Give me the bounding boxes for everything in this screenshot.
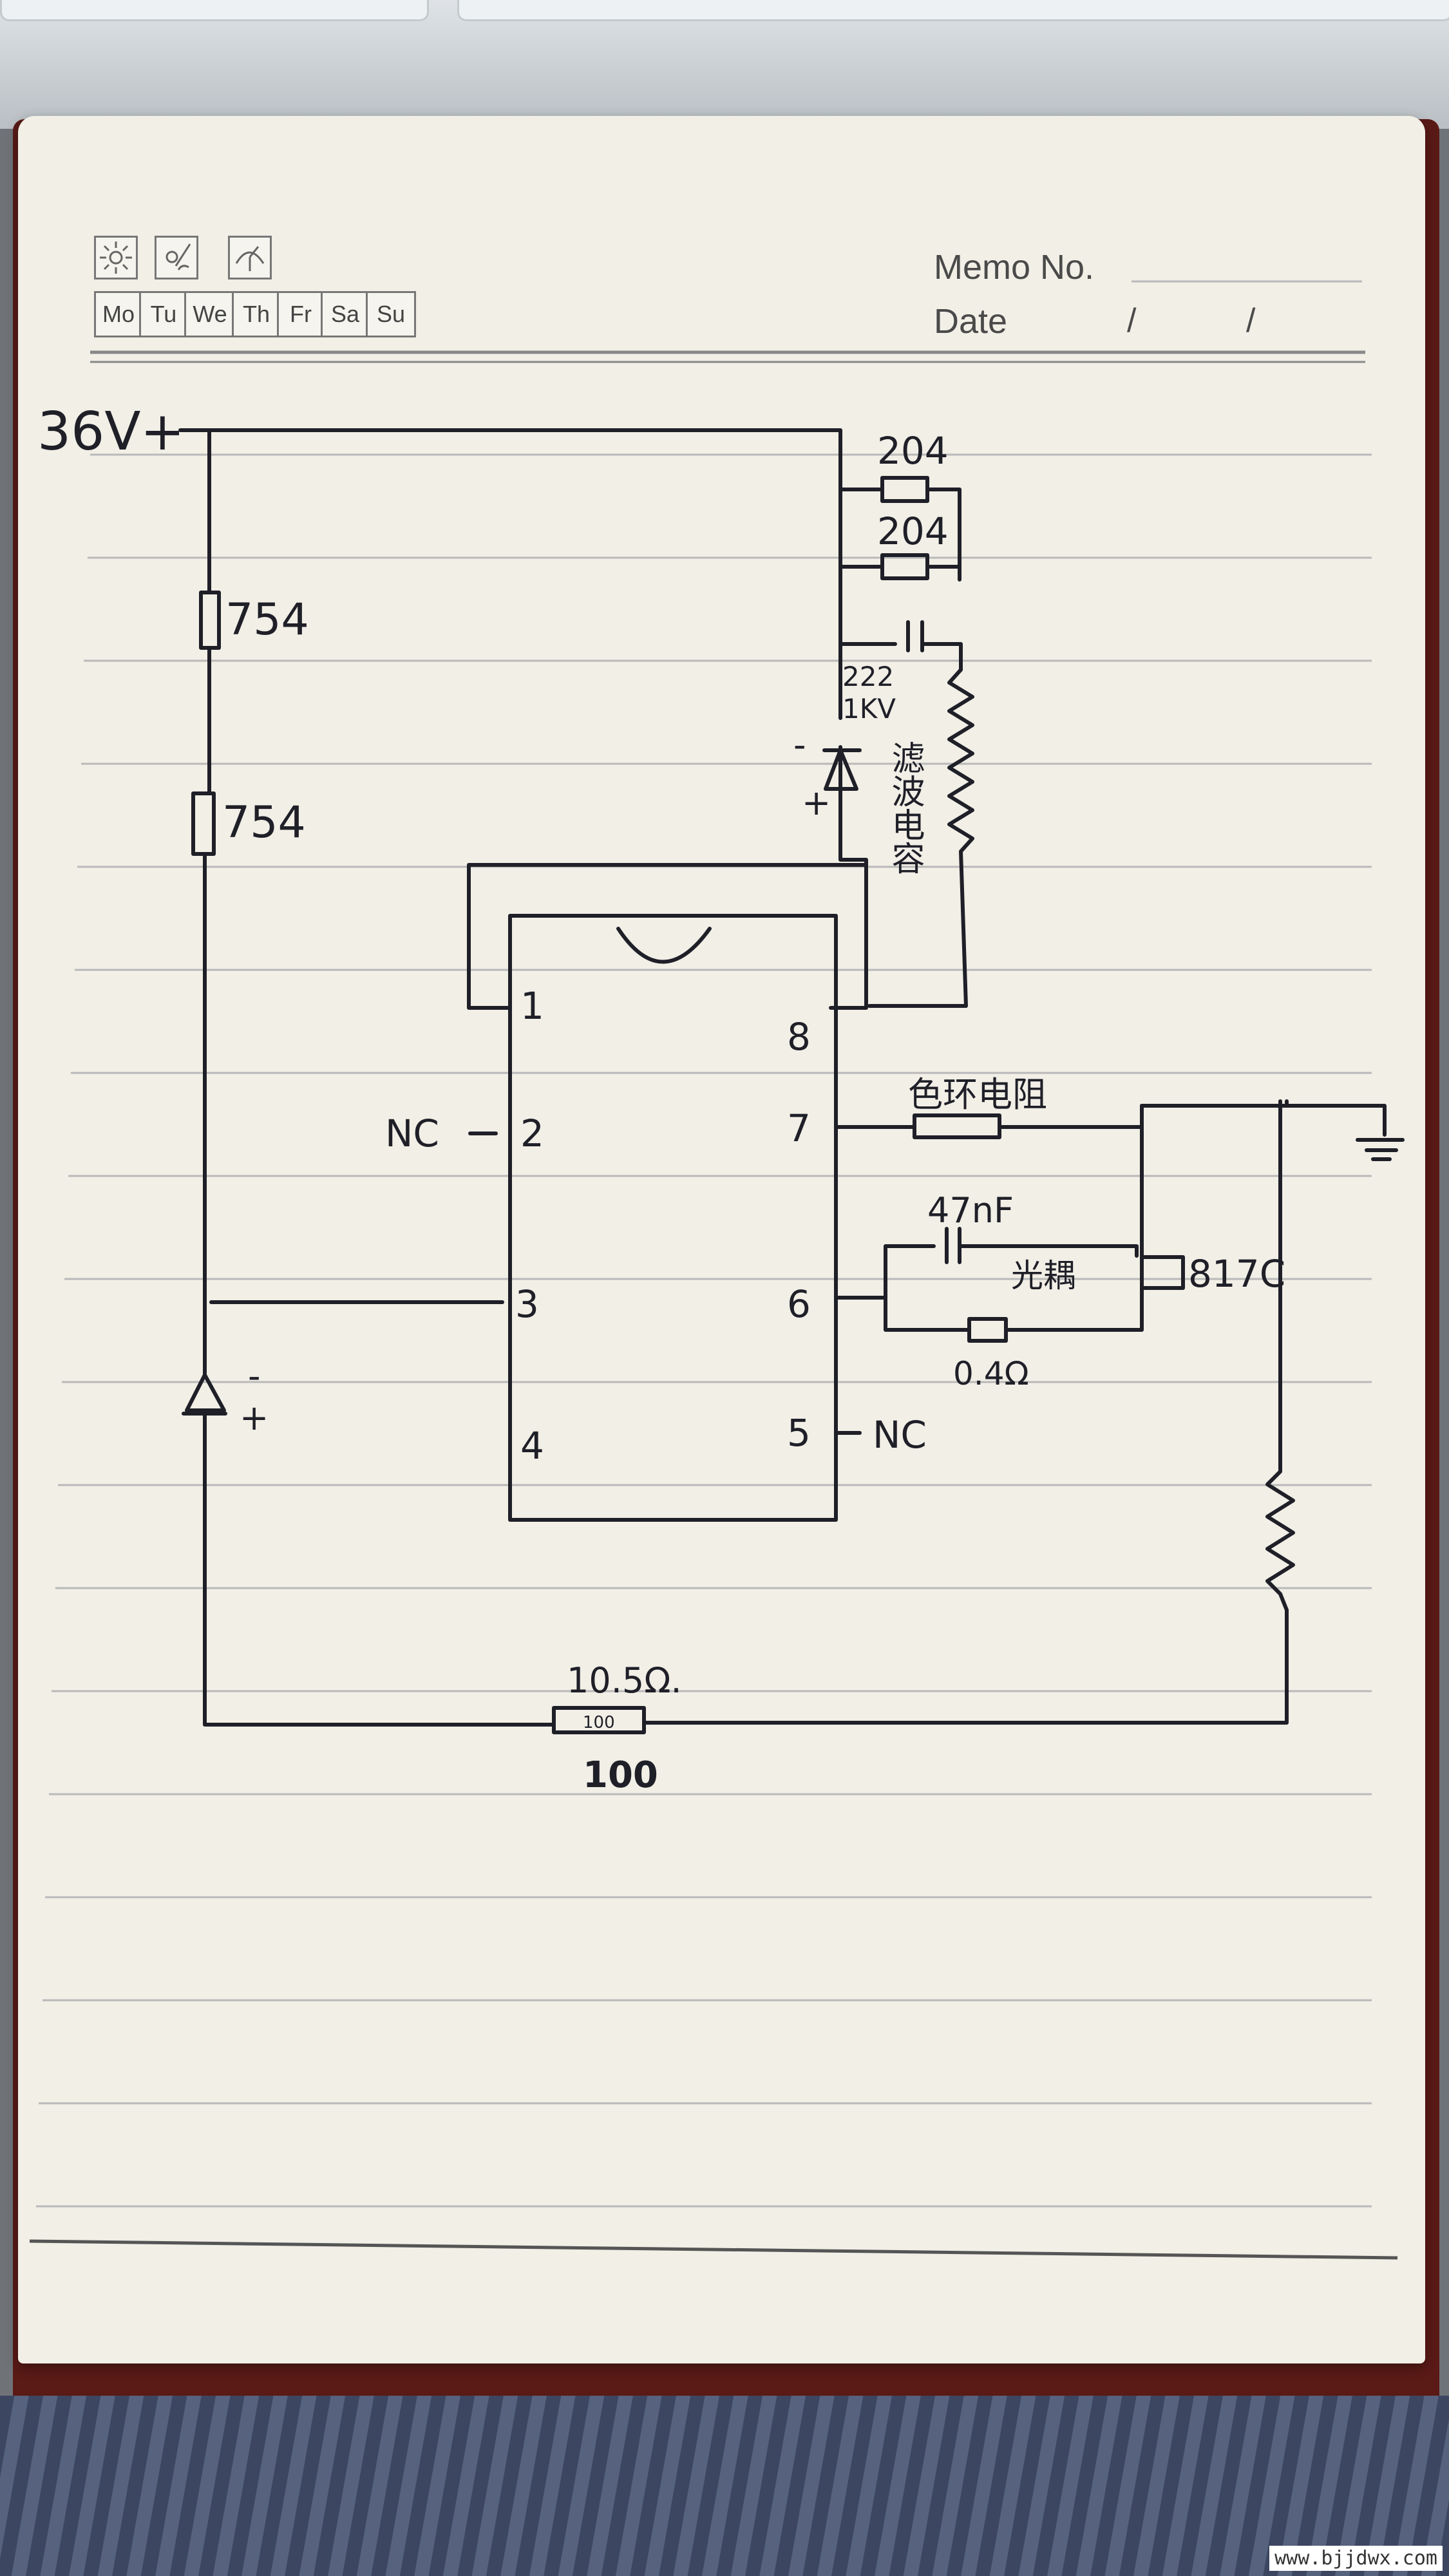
weekday-fr: Fr: [277, 291, 325, 337]
weekday-mo: Mo: [94, 291, 143, 337]
ic-notch: [616, 927, 712, 964]
diode-top-minus: -: [793, 724, 806, 765]
notebook-page: [18, 116, 1425, 2363]
optocoupler-box: [1140, 1255, 1185, 1290]
weekday-th: Th: [232, 291, 281, 337]
ic-chip-body: [508, 914, 838, 1522]
capacitor-222: [838, 565, 963, 672]
capacitor-value-label: 222: [842, 661, 894, 692]
bottom-resistor-code: 100: [583, 1713, 615, 1732]
weekday-sa: Sa: [321, 291, 370, 337]
filter-inductor: [867, 668, 974, 1008]
left-resistor-2-label: 754: [222, 797, 306, 848]
color-ring-resistor: [913, 1113, 1001, 1139]
wire-to-pin8: [829, 787, 868, 1010]
ground-symbol: [1140, 1104, 1405, 1161]
wire-bottom: [203, 1412, 556, 1727]
keyboard-background: [0, 0, 1449, 129]
resistor-204-1: [880, 476, 929, 503]
resistor-zigzag-bottom: [1265, 1099, 1295, 1612]
keyboard-key: [0, 0, 429, 21]
top-resistor-1-label: 204: [877, 429, 949, 473]
top-resistor-2-label: 204: [877, 509, 949, 553]
resistor-bottom: [552, 1706, 646, 1734]
ic-pin-6: 6: [787, 1282, 811, 1326]
weekday-tu: Tu: [139, 291, 188, 337]
diode-left-minus: -: [248, 1356, 261, 1396]
diode-top-plus: +: [802, 782, 831, 823]
wire-pin7: [1140, 1099, 1289, 1264]
optocoupler-part-label: 817C: [1188, 1252, 1285, 1296]
ic-pin-4: 4: [520, 1424, 544, 1468]
diode-left: [182, 1373, 227, 1416]
ic-pin-1: 1: [520, 984, 544, 1028]
weekday-we: We: [184, 291, 236, 337]
wire-bottom: [642, 1608, 1289, 1725]
ic-pin-3: 3: [515, 1282, 539, 1326]
capacitor-voltage-label: 1KV: [842, 693, 896, 724]
watermark: www.bjjdwx.com: [1269, 2546, 1443, 2571]
date-separator: /: [1246, 302, 1256, 339]
optocoupler-label: 光耦: [1011, 1257, 1075, 1294]
resistor-0-4: [967, 1317, 1008, 1343]
resistor-left-1: [199, 591, 221, 650]
ic-pin-5: 5: [787, 1411, 811, 1455]
supply-plus-label: +: [140, 401, 185, 462]
ruled-lines: [29, 280, 1398, 2260]
capacitor-47nf: [834, 1227, 1139, 1300]
date-separator: /: [1127, 302, 1137, 339]
fabric-background: [0, 2396, 1449, 2576]
weekday-su: Su: [366, 291, 416, 337]
filter-inductor-label: 滤波电容: [886, 741, 924, 875]
diode-left-plus: +: [240, 1397, 269, 1438]
nc-left-label: NC: [385, 1112, 439, 1155]
umbrella-icon: [228, 236, 272, 279]
resistor-204-2: [880, 553, 929, 580]
resistor-left-2: [191, 791, 216, 856]
resistor-0-4-label: 0.4Ω: [953, 1355, 1029, 1392]
date-label: Date: [934, 302, 1008, 341]
capacitor-47nf-label: 47nF: [927, 1190, 1014, 1231]
wire-pin1-loop: [467, 863, 868, 1010]
left-resistor-1-label: 754: [225, 594, 309, 645]
bottom-scribble: 100: [583, 1754, 658, 1796]
nc-right-label: NC: [873, 1413, 927, 1457]
ic-pin-2: 2: [520, 1112, 544, 1155]
bottom-resistor-value: 10.5Ω.: [567, 1660, 682, 1701]
ic-pin-7: 7: [787, 1106, 811, 1150]
supply-voltage-label: 36V: [37, 401, 140, 462]
ic-pin-8: 8: [787, 1015, 811, 1059]
wire-top-rail: [178, 428, 842, 491]
keyboard-key: [457, 0, 1449, 21]
partly-cloudy-icon: [155, 236, 198, 279]
color-ring-resistor-label: 色环电阻: [908, 1074, 1047, 1115]
sun-icon: [94, 236, 138, 279]
memo-label: Memo No.: [934, 248, 1095, 287]
wire-top-network: [838, 488, 961, 582]
